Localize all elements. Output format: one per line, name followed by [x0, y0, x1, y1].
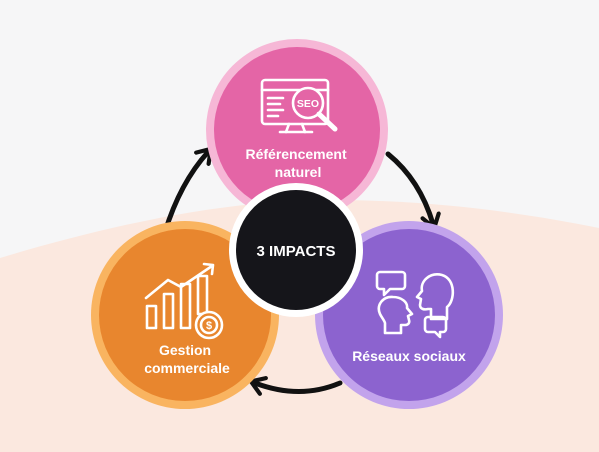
svg-text:Gestion commerciale: Gestion commerciale — [144, 342, 230, 376]
dollar-icon-text: $ — [206, 320, 212, 332]
arrow-seo-to-social — [385, 151, 441, 231]
node-social: Réseaux sociaux — [315, 221, 503, 409]
node-sales-label-line2: commerciale — [144, 360, 230, 376]
center-label: 3 IMPACTS — [257, 243, 336, 260]
two-heads-speech-bubbles-icon — [375, 270, 455, 339]
center-node: 3 IMPACTS — [229, 183, 363, 317]
arrow-social-to-sales — [248, 376, 343, 396]
node-seo-label-line2: naturel — [275, 164, 322, 180]
node-seo: SEO Référencement naturel — [206, 39, 388, 221]
cycle-arrows — [162, 146, 441, 396]
node-seo-label-line1: Référencement — [245, 146, 346, 162]
seo-icon-text: SEO — [297, 98, 319, 110]
node-sales-label-line1: Gestion — [159, 342, 211, 358]
node-social-label: Réseaux sociaux — [352, 348, 466, 364]
seo-monitor-magnifier-icon: SEO — [260, 78, 338, 134]
arrow-sales-to-seo — [162, 146, 213, 235]
svg-text:Référencement naturel: Référencement naturel — [245, 146, 350, 180]
bar-chart-dollar-coin-icon: $ — [144, 262, 224, 340]
